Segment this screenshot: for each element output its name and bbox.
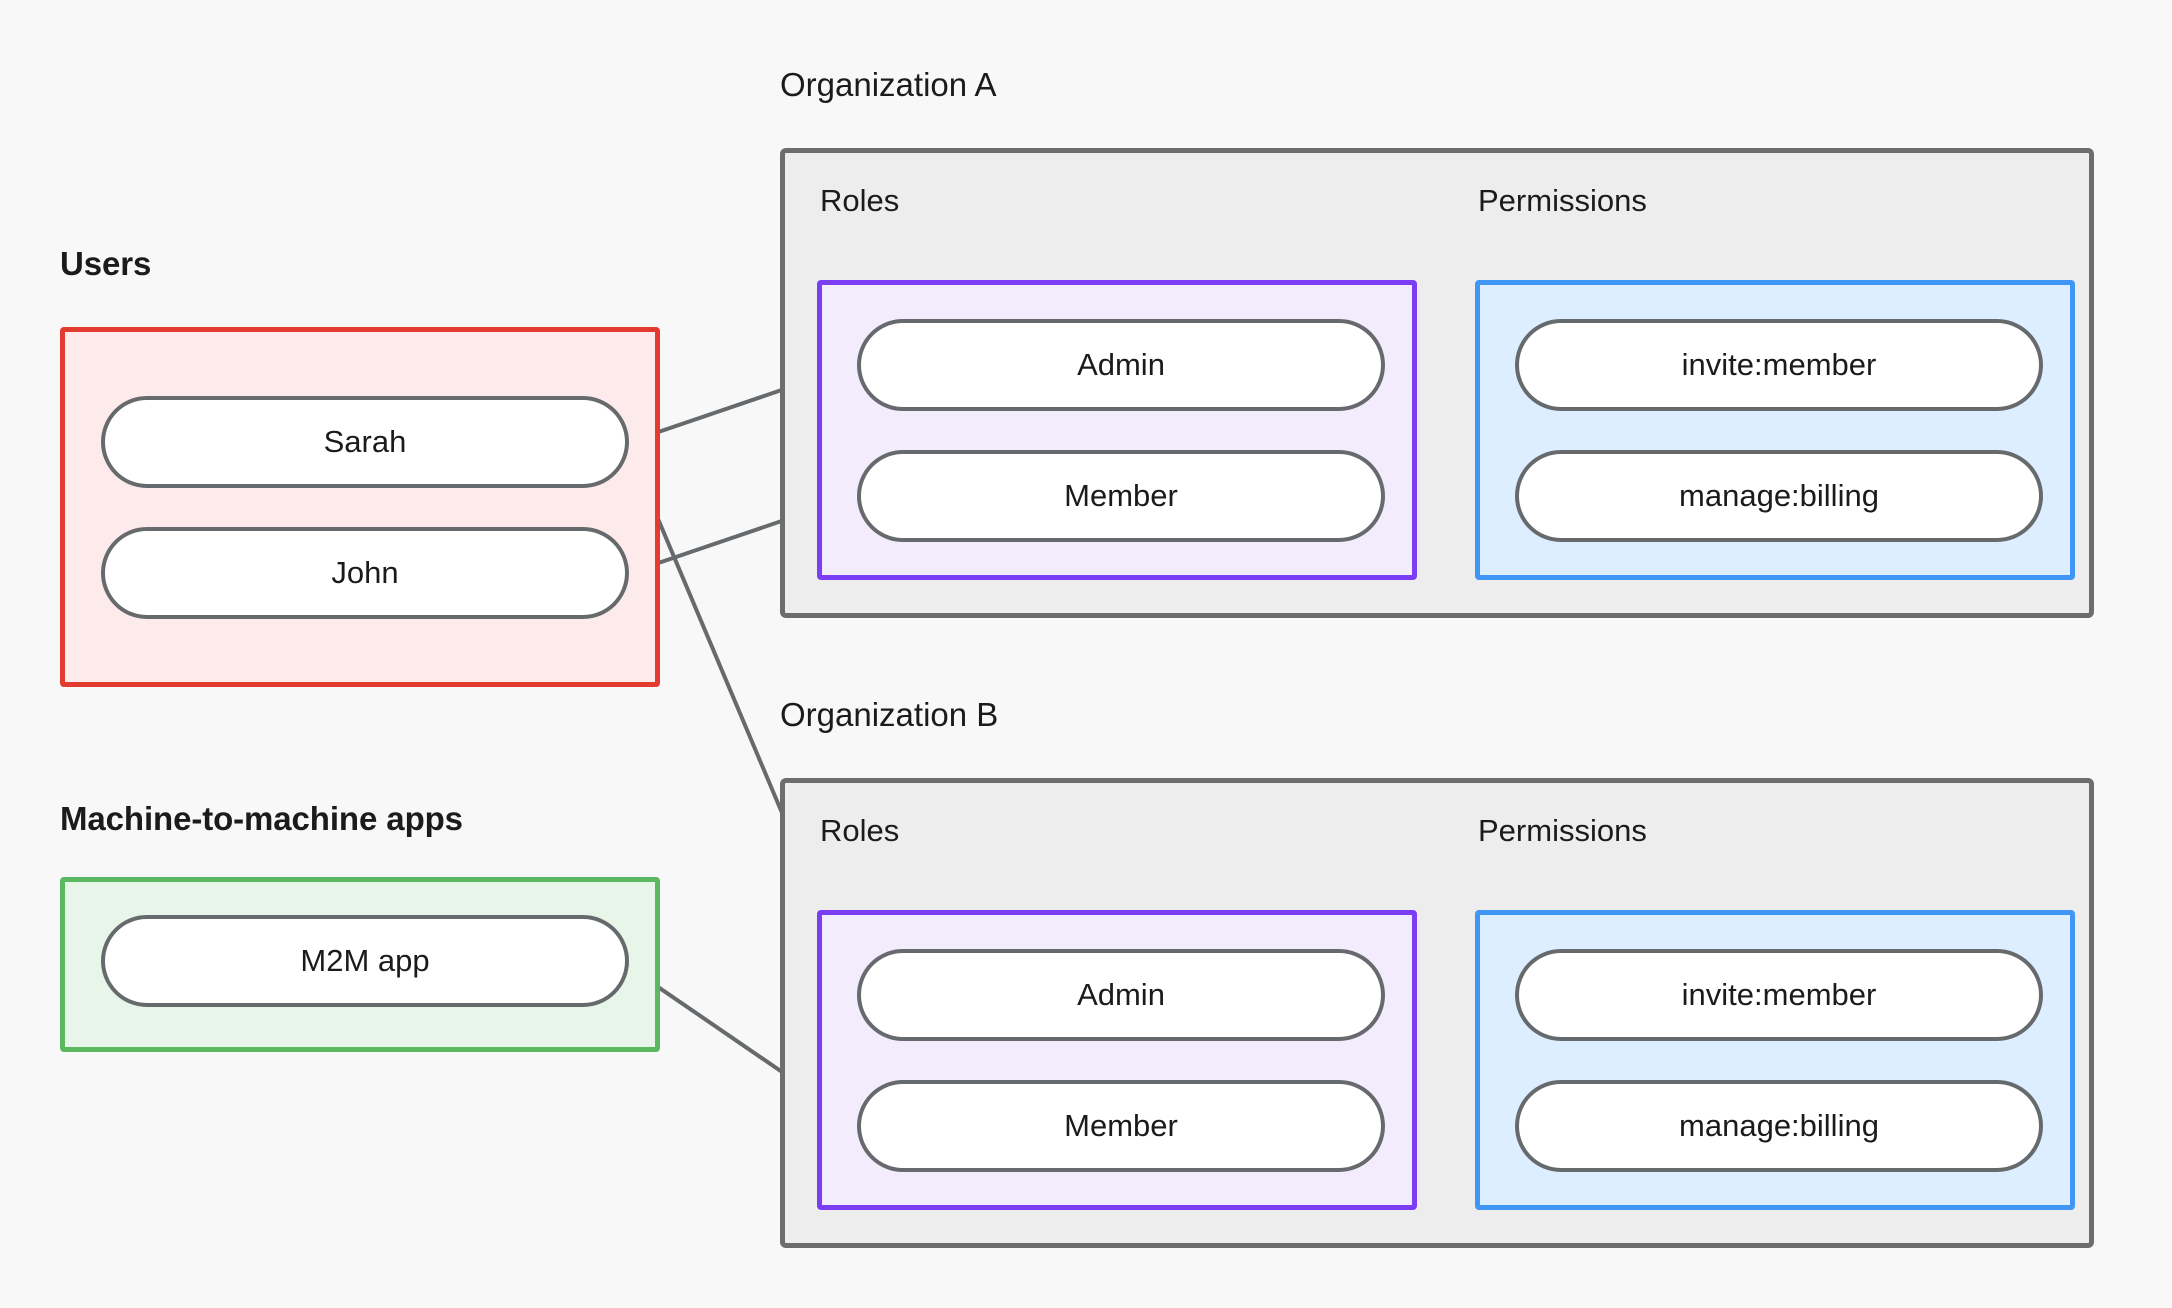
org-a-roles-container: Admin Member <box>817 280 1417 580</box>
org-b-permission-manage-billing[interactable]: manage:billing <box>1515 1080 2043 1172</box>
user-node-john[interactable]: John <box>101 527 629 619</box>
org-a-role-admin[interactable]: Admin <box>857 319 1385 411</box>
org-b-title: Organization B <box>780 696 999 733</box>
org-b-roles-container: Admin Member <box>817 910 1417 1210</box>
org-b-permission-invite-member[interactable]: invite:member <box>1515 949 2043 1041</box>
m2m-group-title: Machine-to-machine apps <box>60 800 463 837</box>
org-a-roles-label: Roles <box>820 183 900 218</box>
org-a-title: Organization A <box>780 66 997 103</box>
org-a-permission-manage-billing[interactable]: manage:billing <box>1515 450 2043 542</box>
m2m-node-app[interactable]: M2M app <box>101 915 629 1007</box>
org-b-permissions-label: Permissions <box>1478 813 1647 848</box>
org-a-permissions-container: invite:member manage:billing <box>1475 280 2075 580</box>
user-node-sarah[interactable]: Sarah <box>101 396 629 488</box>
m2m-container: M2M app <box>60 877 660 1052</box>
org-b-container: Roles Permissions Admin Member invite:me… <box>780 778 2094 1248</box>
org-b-role-member[interactable]: Member <box>857 1080 1385 1172</box>
org-a-permission-invite-member[interactable]: invite:member <box>1515 319 2043 411</box>
org-b-role-admin[interactable]: Admin <box>857 949 1385 1041</box>
users-container: Sarah John <box>60 327 660 687</box>
org-a-container: Roles Permissions Admin Member invite:me… <box>780 148 2094 618</box>
org-a-permissions-label: Permissions <box>1478 183 1647 218</box>
users-group-title: Users <box>60 245 152 282</box>
org-a-role-member[interactable]: Member <box>857 450 1385 542</box>
org-b-permissions-container: invite:member manage:billing <box>1475 910 2075 1210</box>
org-b-roles-label: Roles <box>820 813 900 848</box>
